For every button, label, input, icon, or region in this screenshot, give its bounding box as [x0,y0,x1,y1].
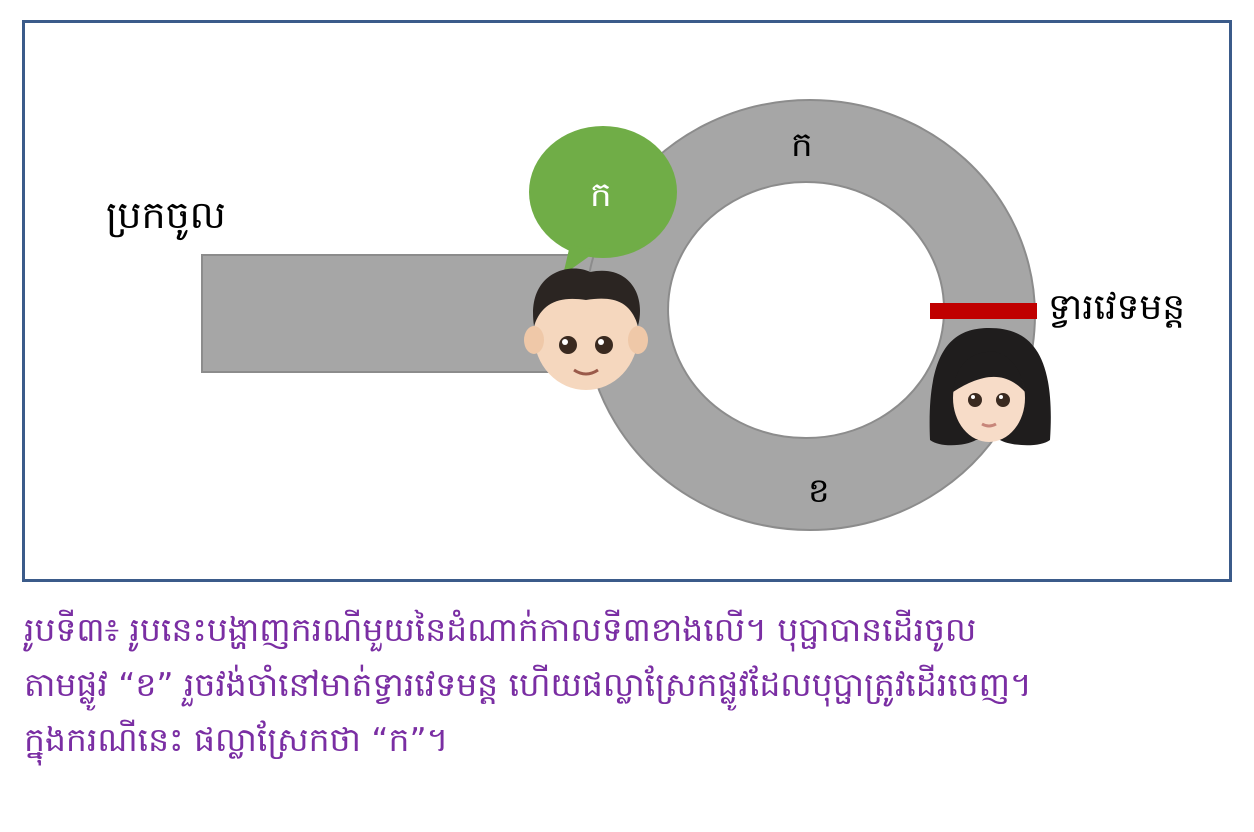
top-path-label: ក [791,125,813,165]
bottom-path-label: ខ [808,471,830,511]
speech-bubble-text: ក [590,175,612,215]
door-label: ទ្វារវេទមន្ត [1048,287,1186,328]
speech-bubble-icon [529,126,677,275]
caption-line-2: តាមផ្លូវ “ខ” រួចវង់ចាំនៅមាត់ទ្វារវេទមន្ត… [24,665,1032,704]
entrance-label: ប្រកចូល [106,193,226,237]
diagram-frame [22,20,1232,582]
boy-face-icon [524,268,648,390]
magic-door [930,303,1037,319]
caption: រូបទី៣៖ រូបនេះបង្ហាញករណីមួយនៃដំណាក់កាលទី… [24,602,1234,767]
caption-line-1: រូបទី៣៖ រូបនេះបង្ហាញករណីមួយនៃដំណាក់កាលទី… [24,610,977,649]
girl-face-icon [929,328,1051,446]
caption-line-3: ក្នុងករណីនេះ ផល្លាស្រែកថា “ក”។ [24,720,449,759]
